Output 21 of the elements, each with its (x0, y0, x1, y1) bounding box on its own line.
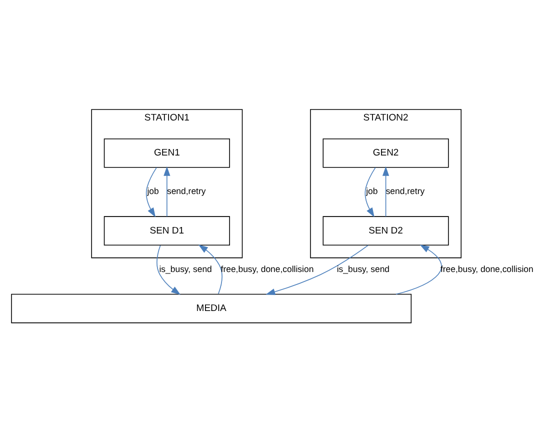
edge-label: send,retry (166, 186, 206, 196)
edge-label: job (147, 186, 159, 196)
arrow (382, 166, 390, 217)
node-box: SEN D2 (322, 216, 449, 246)
arrow (266, 244, 369, 296)
edge-label: is_busy, send (159, 264, 212, 274)
arrow (198, 244, 222, 294)
edge-label: free,busy, done,collision (220, 264, 314, 274)
edge-label: free,busy, done,collision (440, 264, 534, 274)
arrow (164, 166, 170, 217)
arrow (146, 167, 158, 218)
edge-label: job (366, 186, 378, 196)
arrow (396, 244, 442, 295)
node-box: SEN D1 (104, 216, 230, 246)
edge-label: send,retry (386, 186, 425, 196)
node-box: GEN2 (322, 138, 449, 168)
arrow (364, 167, 376, 218)
edge-label: is_busy, send (336, 264, 390, 274)
node-box: GEN1 (104, 138, 230, 168)
node-box: MEDIA (11, 294, 412, 324)
arrow (156, 245, 181, 295)
